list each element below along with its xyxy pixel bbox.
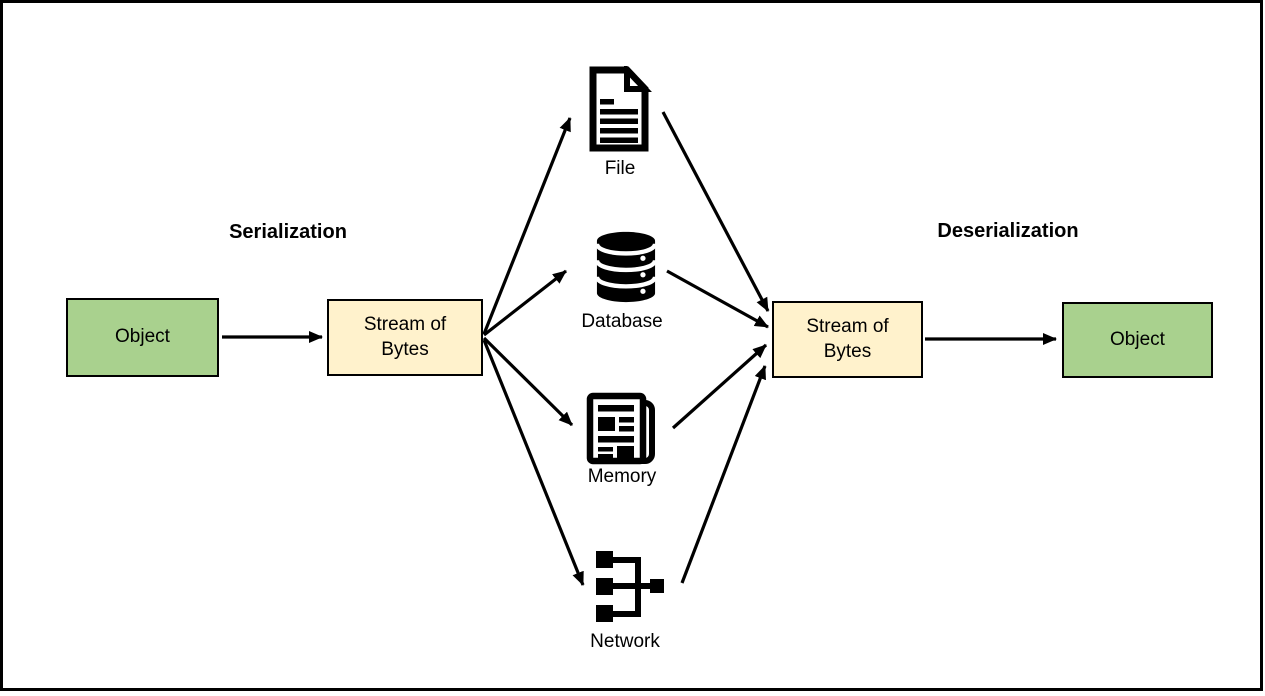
database-label: Database: [581, 311, 663, 332]
object-box-right: Object: [1062, 302, 1213, 378]
serialization-label: Serialization: [229, 221, 347, 243]
database-icon: [595, 231, 657, 303]
file-icon: [589, 66, 652, 152]
stream-of-bytes-right-label: Stream of Bytes: [806, 316, 889, 362]
network-icon: [596, 551, 664, 622]
object-box-left-label: Object: [115, 326, 170, 348]
network-label: Network: [590, 631, 660, 652]
stream-of-bytes-box-right: Stream of Bytes: [772, 301, 923, 378]
stream-of-bytes-left-label: Stream of Bytes: [363, 314, 447, 360]
object-box-right-label: Object: [1110, 328, 1165, 350]
memory-icon: [586, 392, 655, 465]
file-label: File: [604, 158, 636, 179]
deserialization-label: Deserialization: [937, 220, 1079, 242]
memory-label: Memory: [587, 466, 657, 487]
stream-of-bytes-box-left: Stream of Bytes: [327, 299, 483, 376]
object-box-left: Object: [66, 298, 219, 377]
